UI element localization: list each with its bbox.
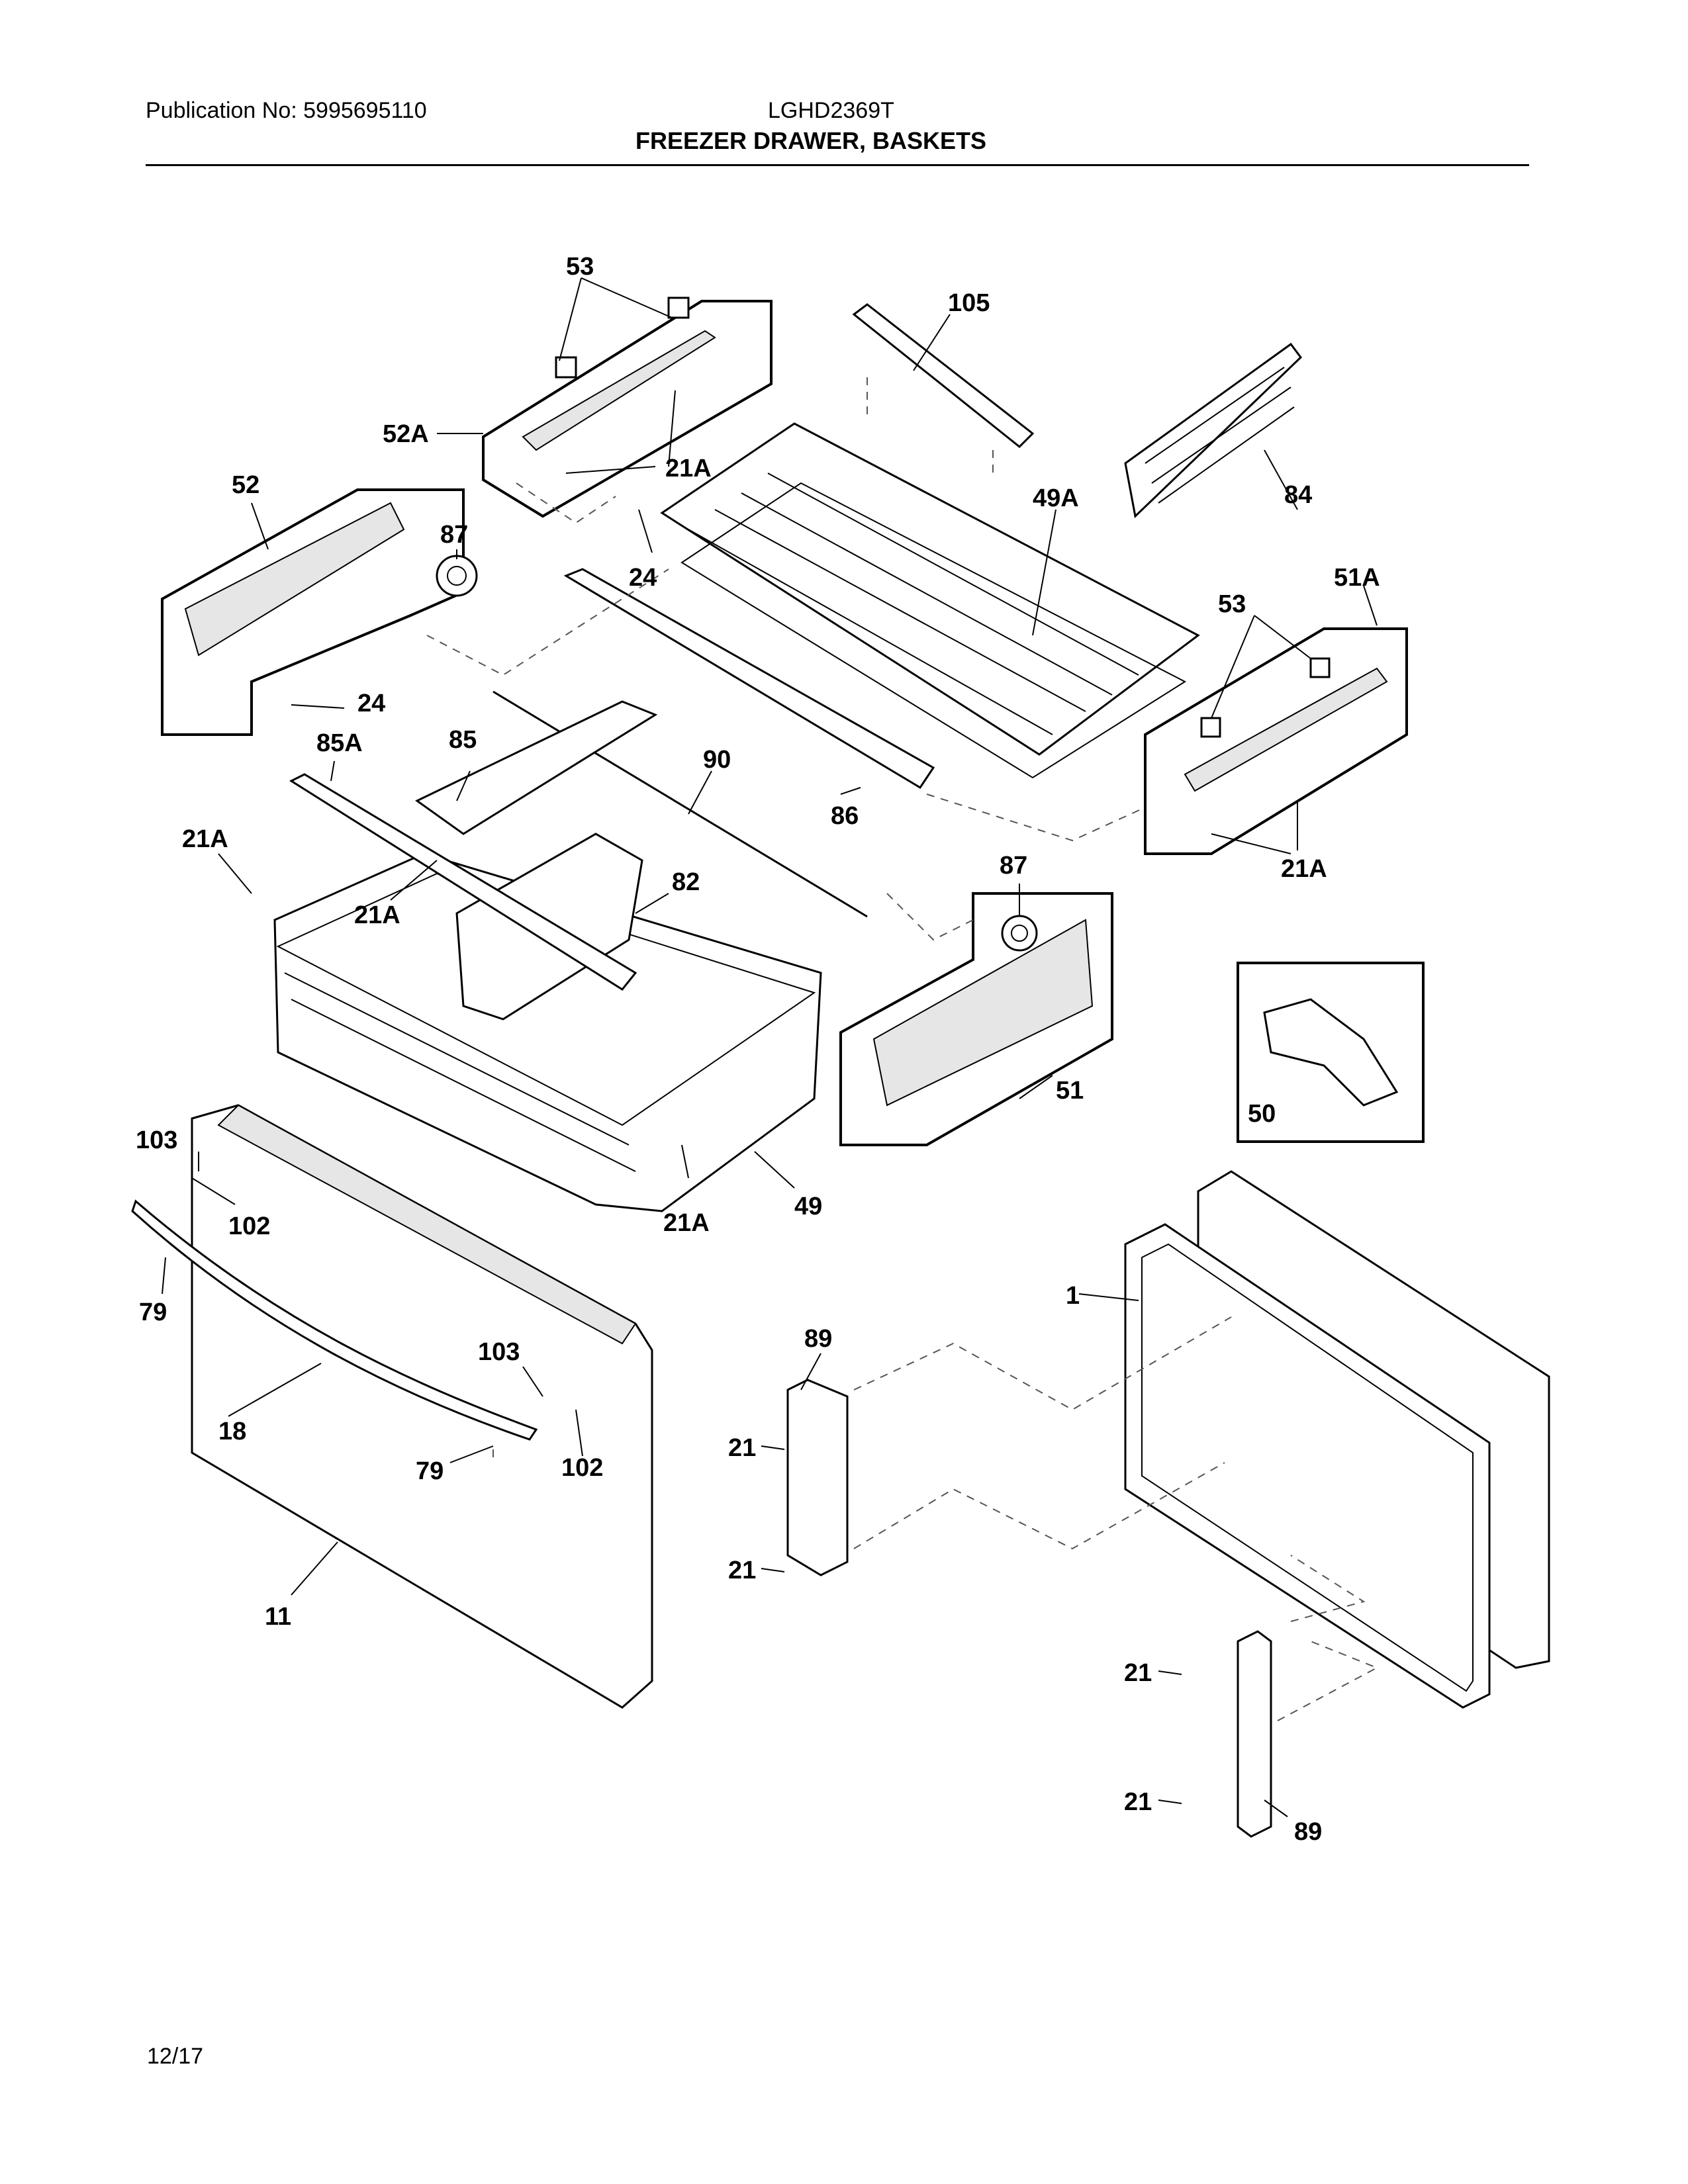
- callout-21A: 21A: [1281, 855, 1327, 883]
- bracket-85: [415, 700, 658, 835]
- callout-18: 18: [218, 1418, 246, 1445]
- callout-90: 90: [703, 746, 731, 774]
- callout-84: 84: [1284, 481, 1312, 509]
- model-number: LGHD2369T: [768, 98, 894, 123]
- wire-basket-49A: [660, 422, 1200, 779]
- callout-51: 51: [1056, 1077, 1084, 1105]
- callout-21: 21: [1124, 1659, 1152, 1687]
- callout-21A: 21A: [182, 825, 228, 853]
- callout-52: 52: [232, 471, 259, 499]
- publication-number: Publication No: 5995695110: [146, 98, 427, 123]
- callout-49: 49: [794, 1193, 822, 1220]
- callout-53: 53: [1218, 590, 1246, 618]
- callout-21A: 21A: [665, 455, 712, 482]
- callout-86: 86: [831, 802, 859, 830]
- callout-79: 79: [139, 1298, 167, 1326]
- bar-85A: [289, 773, 637, 991]
- assembly-lines: [426, 377, 1379, 1721]
- leader-lines: [162, 277, 1378, 1817]
- kit-box-51A: [1144, 627, 1408, 855]
- callout-87: 87: [1000, 852, 1027, 880]
- callout-79: 79: [416, 1457, 444, 1485]
- callout-21A: 21A: [354, 901, 400, 929]
- drawer-front-11: [191, 1104, 653, 1709]
- callout-89: 89: [804, 1325, 832, 1353]
- callout-21: 21: [1124, 1788, 1152, 1816]
- callout-24: 24: [629, 564, 657, 592]
- bracket-89-right: [1237, 1630, 1272, 1838]
- callout-50: 50: [1248, 1100, 1276, 1128]
- handle-18: [131, 1199, 538, 1441]
- callout-105: 105: [948, 289, 990, 317]
- page-title: FREEZER DRAWER, BASKETS: [635, 127, 987, 154]
- callout-82: 82: [672, 868, 700, 896]
- callout-11: 11: [265, 1603, 291, 1631]
- header-rule: [146, 164, 1529, 166]
- gasket-1: [1124, 1223, 1491, 1709]
- callout-1: 1: [1066, 1282, 1080, 1310]
- callout-85: 85: [449, 726, 477, 754]
- callout-103: 103: [136, 1126, 177, 1154]
- callout-52A: 52A: [383, 420, 429, 448]
- callout-21: 21: [728, 1434, 756, 1462]
- divider-84: [1124, 342, 1302, 519]
- callout-21: 21: [728, 1557, 756, 1584]
- kit-box-50: [1237, 962, 1425, 1143]
- callout-53: 53: [566, 253, 594, 281]
- kit-box-52A: [482, 296, 773, 518]
- callout-labels: 53 105 52A 21A 52 87 49A 84 24 53 51A 24…: [136, 253, 1380, 1846]
- footer-date: 12/17: [147, 2044, 204, 2069]
- callout-24: 24: [357, 690, 385, 717]
- callout-51A: 51A: [1334, 564, 1380, 592]
- callout-102: 102: [561, 1454, 603, 1482]
- kit-box-51: [839, 892, 1113, 1146]
- drawer-basket-49: [273, 852, 822, 1212]
- callout-87: 87: [440, 521, 468, 549]
- callout-85A: 85A: [316, 729, 363, 757]
- callout-103: 103: [478, 1338, 520, 1366]
- bracket-89-left: [786, 1379, 849, 1576]
- callout-89: 89: [1294, 1818, 1322, 1846]
- callout-49A: 49A: [1033, 484, 1079, 512]
- bar-105: [852, 303, 1035, 449]
- callout-102: 102: [228, 1212, 270, 1240]
- rail-86: [563, 568, 935, 790]
- kit-box-52: [161, 488, 478, 736]
- callout-21A: 21A: [663, 1209, 710, 1237]
- rod-90: [492, 690, 868, 918]
